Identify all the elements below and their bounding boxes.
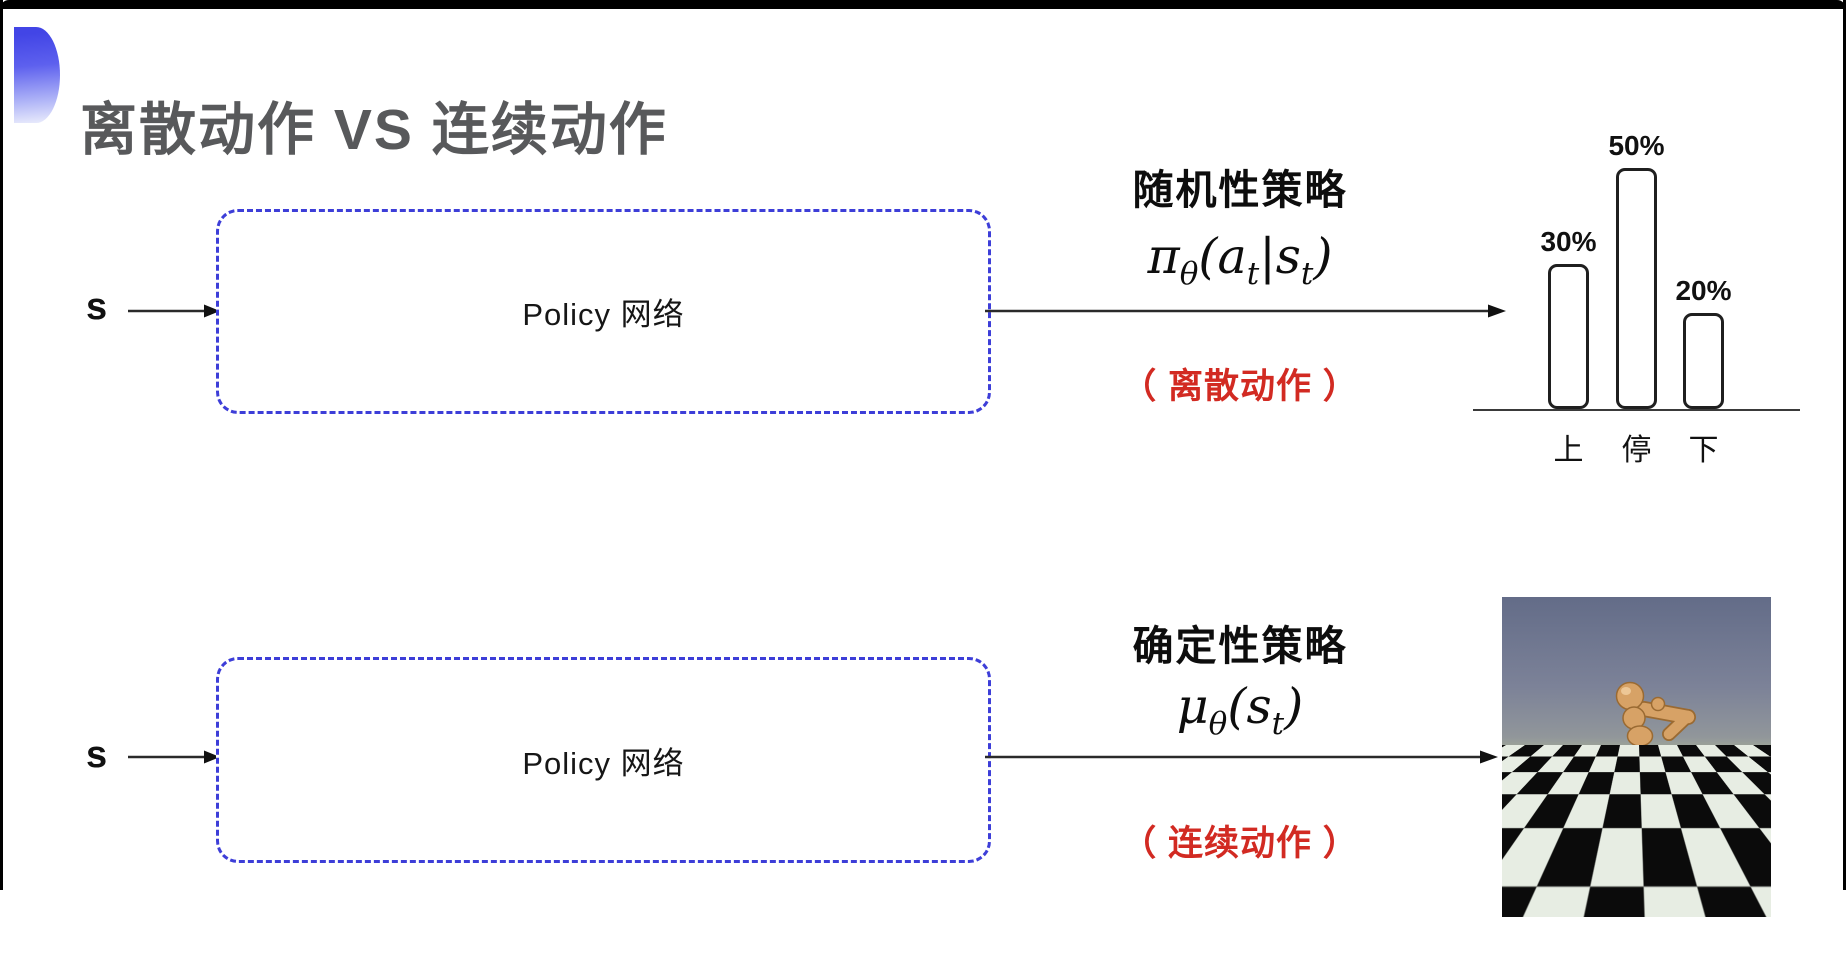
policy-network-box: Policy 网络 <box>216 209 991 414</box>
formula-subscript: θ <box>1179 255 1199 292</box>
policy-formula: μθ(st) <box>1040 678 1440 742</box>
bar-stop <box>1616 168 1657 409</box>
action-type-caption: （ 连续动作 ） <box>1121 824 1359 863</box>
input-arrow-icon <box>128 750 220 764</box>
formula-symbol: μ <box>1176 678 1209 735</box>
action-probability-chart: 30% 50% 20% 上 停 下 <box>1473 108 1803 473</box>
category-label-down: 下 <box>1688 434 1719 467</box>
formula-subscript: t <box>1300 255 1314 292</box>
policy-type-heading: 确定性策略 <box>1132 623 1348 669</box>
category-label-up: 上 <box>1553 434 1584 467</box>
policy-network-label: Policy 网络 <box>522 745 685 781</box>
bar-group-up: 30% <box>1540 226 1597 409</box>
formula-part: ) <box>1313 228 1333 285</box>
policy-network-box: Policy 网络 <box>216 657 991 863</box>
policy-formula: πθ(at|st) <box>1040 228 1440 292</box>
output-arrow-icon <box>985 304 1506 318</box>
title-bullet-decoration <box>14 27 60 123</box>
formula-subscript: θ <box>1208 705 1228 742</box>
formula-subscript: t <box>1271 705 1285 742</box>
humanoid-figure <box>1564 681 1696 909</box>
bar-value-label: 50% <box>1608 130 1665 161</box>
bar-group-down: 20% <box>1675 275 1732 409</box>
bar-value-label: 30% <box>1540 226 1597 257</box>
bar-down <box>1683 313 1724 409</box>
bar-value-label: 20% <box>1675 275 1732 306</box>
policy-network-label: Policy 网络 <box>522 297 685 332</box>
state-input-label: s <box>86 286 108 328</box>
window-frame-top <box>0 0 1846 9</box>
output-arrow-icon <box>985 750 1498 764</box>
bar-up <box>1548 264 1589 409</box>
formula-part: ) <box>1284 678 1304 735</box>
formula-part: |s <box>1259 228 1301 285</box>
window-frame-left <box>0 0 3 890</box>
window-frame-right <box>1843 0 1846 890</box>
bar-group-stop: 50% <box>1608 130 1665 409</box>
category-label-stop: 停 <box>1621 434 1652 467</box>
state-input-label: s <box>86 734 108 776</box>
humanoid-simulation-image <box>1502 597 1771 917</box>
formula-part: (a <box>1198 228 1247 285</box>
page-title: 离散动作 VS 连续动作 <box>80 98 668 163</box>
action-type-caption: （ 离散动作 ） <box>1121 367 1359 406</box>
input-arrow-icon <box>128 304 220 318</box>
formula-subscript: t <box>1246 255 1260 292</box>
chart-plot-area: 30% 50% 20% <box>1473 108 1800 411</box>
formula-part: (s <box>1227 678 1272 735</box>
policy-type-heading: 随机性策略 <box>1132 167 1348 213</box>
formula-symbol: π <box>1147 228 1180 285</box>
chart-category-axis: 上 停 下 <box>1473 425 1800 467</box>
